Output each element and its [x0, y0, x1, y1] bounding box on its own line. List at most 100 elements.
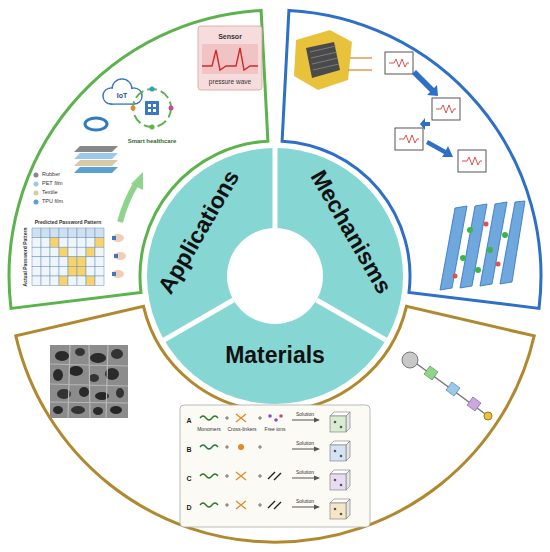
figure-label: Solution: [296, 499, 314, 504]
scheme-row: [346, 470, 350, 490]
table-cell: [86, 238, 95, 248]
curved-arrow: [131, 172, 143, 190]
sem-image: [116, 388, 124, 398]
table-cell: [32, 228, 41, 238]
figure-label: IoT: [117, 92, 128, 99]
circuit-element: [462, 157, 482, 165]
scheme-row: [258, 503, 262, 507]
table-cell: [68, 266, 77, 276]
particle-dot: [453, 274, 458, 279]
scheme-row: [200, 499, 350, 519]
center-ring: [273, 146, 278, 228]
table-cell: [77, 266, 86, 276]
table-cell: [68, 238, 77, 248]
scheme-row: [330, 474, 346, 490]
scheme-row: [314, 476, 320, 481]
healthcare-cycle: [131, 106, 136, 111]
scheme-row: [340, 426, 343, 429]
sem-image: [89, 374, 99, 382]
table-cell: [95, 238, 104, 248]
healthcare-cycle: [169, 106, 174, 111]
legend-dot: [34, 182, 39, 187]
circuit-element: [389, 59, 409, 67]
table-cell: [77, 238, 86, 248]
table-cell: [59, 266, 68, 276]
healthcare-cycle: [153, 104, 156, 107]
healthcare-cycle: [131, 87, 174, 130]
block-arrow: [412, 70, 453, 157]
cloud-icon: [103, 79, 142, 104]
scheme-row: [292, 449, 314, 450]
sem-image: [79, 387, 89, 397]
fabric-picture: [310, 46, 339, 70]
sem-image: [71, 406, 85, 414]
password-table: [32, 228, 104, 286]
table-cell: [86, 257, 95, 267]
sensor-picture: [198, 26, 262, 90]
fiber-spinning: [402, 352, 418, 368]
figure-label: Predicted Password Pattern: [35, 220, 101, 225]
scheme-row: [258, 445, 262, 449]
table-cell: [41, 238, 50, 248]
scheme-row: [200, 441, 350, 461]
sem-image: [111, 349, 123, 359]
fiber-spinning: [417, 364, 488, 416]
particle-dot: [453, 222, 509, 279]
scheme-row: [292, 478, 314, 479]
healthcare-cycle: [150, 87, 155, 92]
scheme-row: [314, 505, 320, 510]
center-ring: [163, 300, 233, 341]
figure-label: Free ions: [265, 427, 286, 432]
scheme-row: [330, 503, 346, 519]
table-cell: [32, 257, 41, 267]
hand-icon: [112, 234, 124, 242]
scheme-row: [200, 470, 350, 490]
layer-stack: [74, 167, 118, 173]
sem-image: [50, 345, 128, 418]
table-cell: [41, 276, 50, 286]
fiber-spinning: [424, 366, 438, 380]
particle-dot: [496, 262, 501, 267]
scheme-row: [334, 450, 337, 453]
healthcare-cycle: [153, 109, 156, 112]
hand-icon: [112, 270, 124, 278]
figure-label: Rubber: [42, 172, 60, 178]
circuit-element: [399, 135, 419, 143]
fiber-ribbon: [500, 201, 525, 284]
sem-image: [110, 406, 122, 414]
sensor-picture: [202, 48, 258, 70]
scheme-row: [200, 412, 350, 432]
scheme-row: [225, 474, 229, 478]
segment-title: Materials: [225, 343, 325, 368]
scheme-row: [314, 447, 320, 452]
figure-label: Smart healthcare: [128, 138, 177, 144]
sem-image: [90, 353, 106, 363]
layer-stack: [74, 146, 118, 173]
scheme-row: [236, 501, 246, 509]
table-cell: [59, 276, 68, 286]
sensor-picture: [198, 26, 262, 90]
fabric-picture: [350, 57, 372, 58]
fiber-spinning: [446, 382, 460, 396]
scheme-row: [292, 420, 314, 421]
table-cell: [59, 247, 68, 257]
table-cell: [86, 276, 95, 286]
scheme-row: [334, 479, 337, 482]
circuit-element: [389, 59, 482, 165]
fabric-picture: [294, 30, 352, 90]
scheme-row: [200, 416, 218, 420]
scheme-row: [236, 414, 246, 422]
healthcare-cycle: [148, 104, 151, 107]
table-cell: [77, 247, 86, 257]
scheme-row: [340, 484, 343, 487]
table-cell: [32, 238, 41, 248]
center-ring: [227, 228, 323, 324]
circuit-box: [432, 98, 460, 120]
scheme-row: [346, 499, 350, 519]
table-cell: [41, 257, 50, 267]
healthcare-cycle: [145, 101, 159, 115]
scheme-panel: [180, 405, 370, 527]
scheme-row: [346, 412, 350, 432]
particle-dot: [460, 255, 466, 261]
